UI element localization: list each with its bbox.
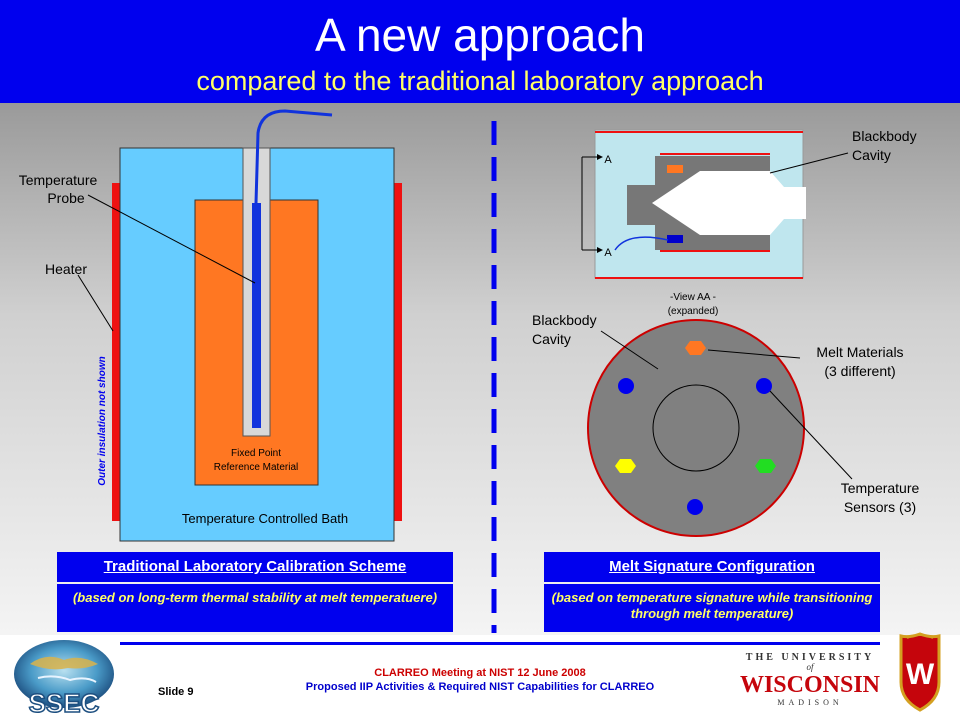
temperature-probe-label-line2: Probe xyxy=(47,190,85,206)
view-label-line2: (expanded) xyxy=(668,306,719,317)
heater-right xyxy=(394,183,402,521)
cavity-leader-bottom xyxy=(600,330,659,370)
crest-shield xyxy=(899,632,941,712)
sensor-leader xyxy=(769,390,853,480)
traditional-scheme-description: (based on long-term thermal stability at… xyxy=(57,584,453,632)
blackbody-cavity-top-line2: Cavity xyxy=(852,147,891,163)
slide-number: Slide 9 xyxy=(158,686,194,698)
melt-materials-line2: (3 different) xyxy=(824,363,895,379)
fixed-point-label-line1: Fixed Point xyxy=(231,448,281,459)
melt-material-orange xyxy=(685,341,706,355)
title-banner: A new approach compared to the tradition… xyxy=(0,0,960,103)
fixed-point-label-line2: Reference Material xyxy=(214,462,298,473)
view-label-line1: -View AA - xyxy=(670,292,716,303)
melt-material-yellow xyxy=(615,459,636,473)
inner-cavity xyxy=(652,384,740,472)
slide-body: Temperature Probe Heater Outer insulatio… xyxy=(0,103,960,635)
uw-line-of: of xyxy=(806,662,814,672)
continent-shape xyxy=(30,656,98,670)
uw-line-wisconsin: WISCONSIN xyxy=(739,672,881,698)
melt-leader xyxy=(707,349,801,359)
footer-description: Proposed IIP Activities & Required NIST … xyxy=(305,681,655,693)
section-marker-top: A xyxy=(604,154,612,166)
uw-line-madison: MADISON xyxy=(777,698,843,707)
blackbody-cavity-opening xyxy=(652,171,806,235)
footer-rule xyxy=(120,642,880,645)
svg-text:Temperature: Temperature xyxy=(19,172,98,188)
outer-insulation-note: Outer insulation not shown xyxy=(97,356,108,485)
traditional-scheme-title: Traditional Laboratory Calibration Schem… xyxy=(57,552,453,582)
uw-crest-icon: W xyxy=(899,632,941,712)
probe-cable xyxy=(254,109,333,204)
heater-leader-line xyxy=(77,274,114,332)
heater-label: Heater xyxy=(45,261,87,277)
blackbody-cavity-top-line1: Blackbody xyxy=(852,128,917,144)
temperature-probe-label-line1: Temperature xyxy=(19,172,98,188)
ssec-wordmark: SSEC xyxy=(29,688,100,718)
melt-signature-description: (based on temperature signature while tr… xyxy=(544,584,880,632)
temperature-sensors-line1: Temperature xyxy=(841,480,920,496)
temperature-sensor-1 xyxy=(618,378,634,394)
temperature-sensor-side xyxy=(667,235,683,243)
blackbody-side-view: A A Blackbody Cavity xyxy=(581,128,917,279)
melt-signature-title: Melt Signature Configuration xyxy=(544,552,880,582)
blackbody-cavity-bottom-line1: Blackbody xyxy=(532,312,597,328)
traditional-calibration-diagram: Temperature Probe Heater Outer insulatio… xyxy=(19,109,402,542)
probe-leader-line xyxy=(87,194,256,284)
temperature-sensor-3 xyxy=(687,499,703,515)
melt-material-side xyxy=(667,165,683,173)
temperature-sensor-2 xyxy=(756,378,772,394)
melt-material-green xyxy=(755,459,776,473)
temperature-probe xyxy=(252,203,261,428)
uw-wordmark: THE UNIVERSITY of WISCONSIN MADISON xyxy=(738,652,882,714)
section-marker-bottom: A xyxy=(604,247,612,259)
globe-icon xyxy=(14,640,114,708)
sensor-wire xyxy=(614,236,669,251)
crest-letter: W xyxy=(906,658,935,691)
ssec-logo: SSEC xyxy=(14,640,114,718)
footer-meeting: CLARREO Meeting at NIST 12 June 2008 xyxy=(374,667,586,679)
blackbody-section-view: -View AA - (expanded) Blackbody Cavity M… xyxy=(532,292,920,537)
slide-subtitle: compared to the traditional laboratory a… xyxy=(196,66,764,96)
section-arrowhead-bottom xyxy=(597,247,603,253)
slide-title: A new approach xyxy=(315,9,645,61)
bath-label: Temperature Controlled Bath xyxy=(182,511,348,526)
cavity-leader-top xyxy=(769,152,849,174)
diagram-canvas: Temperature Probe Heater Outer insulatio… xyxy=(19,109,920,633)
svg-text:Probe: Probe xyxy=(47,190,85,206)
crest-top-trim xyxy=(906,634,934,639)
uw-line-university: THE UNIVERSITY xyxy=(745,652,875,663)
heater-left xyxy=(112,183,120,521)
blackbody-cavity-bottom-line2: Cavity xyxy=(532,331,571,347)
melt-materials-line1: Melt Materials xyxy=(816,344,903,360)
temperature-sensors-line2: Sensors (3) xyxy=(844,499,916,515)
section-arrowhead-top xyxy=(597,154,603,160)
cloud-swirl xyxy=(37,675,97,683)
